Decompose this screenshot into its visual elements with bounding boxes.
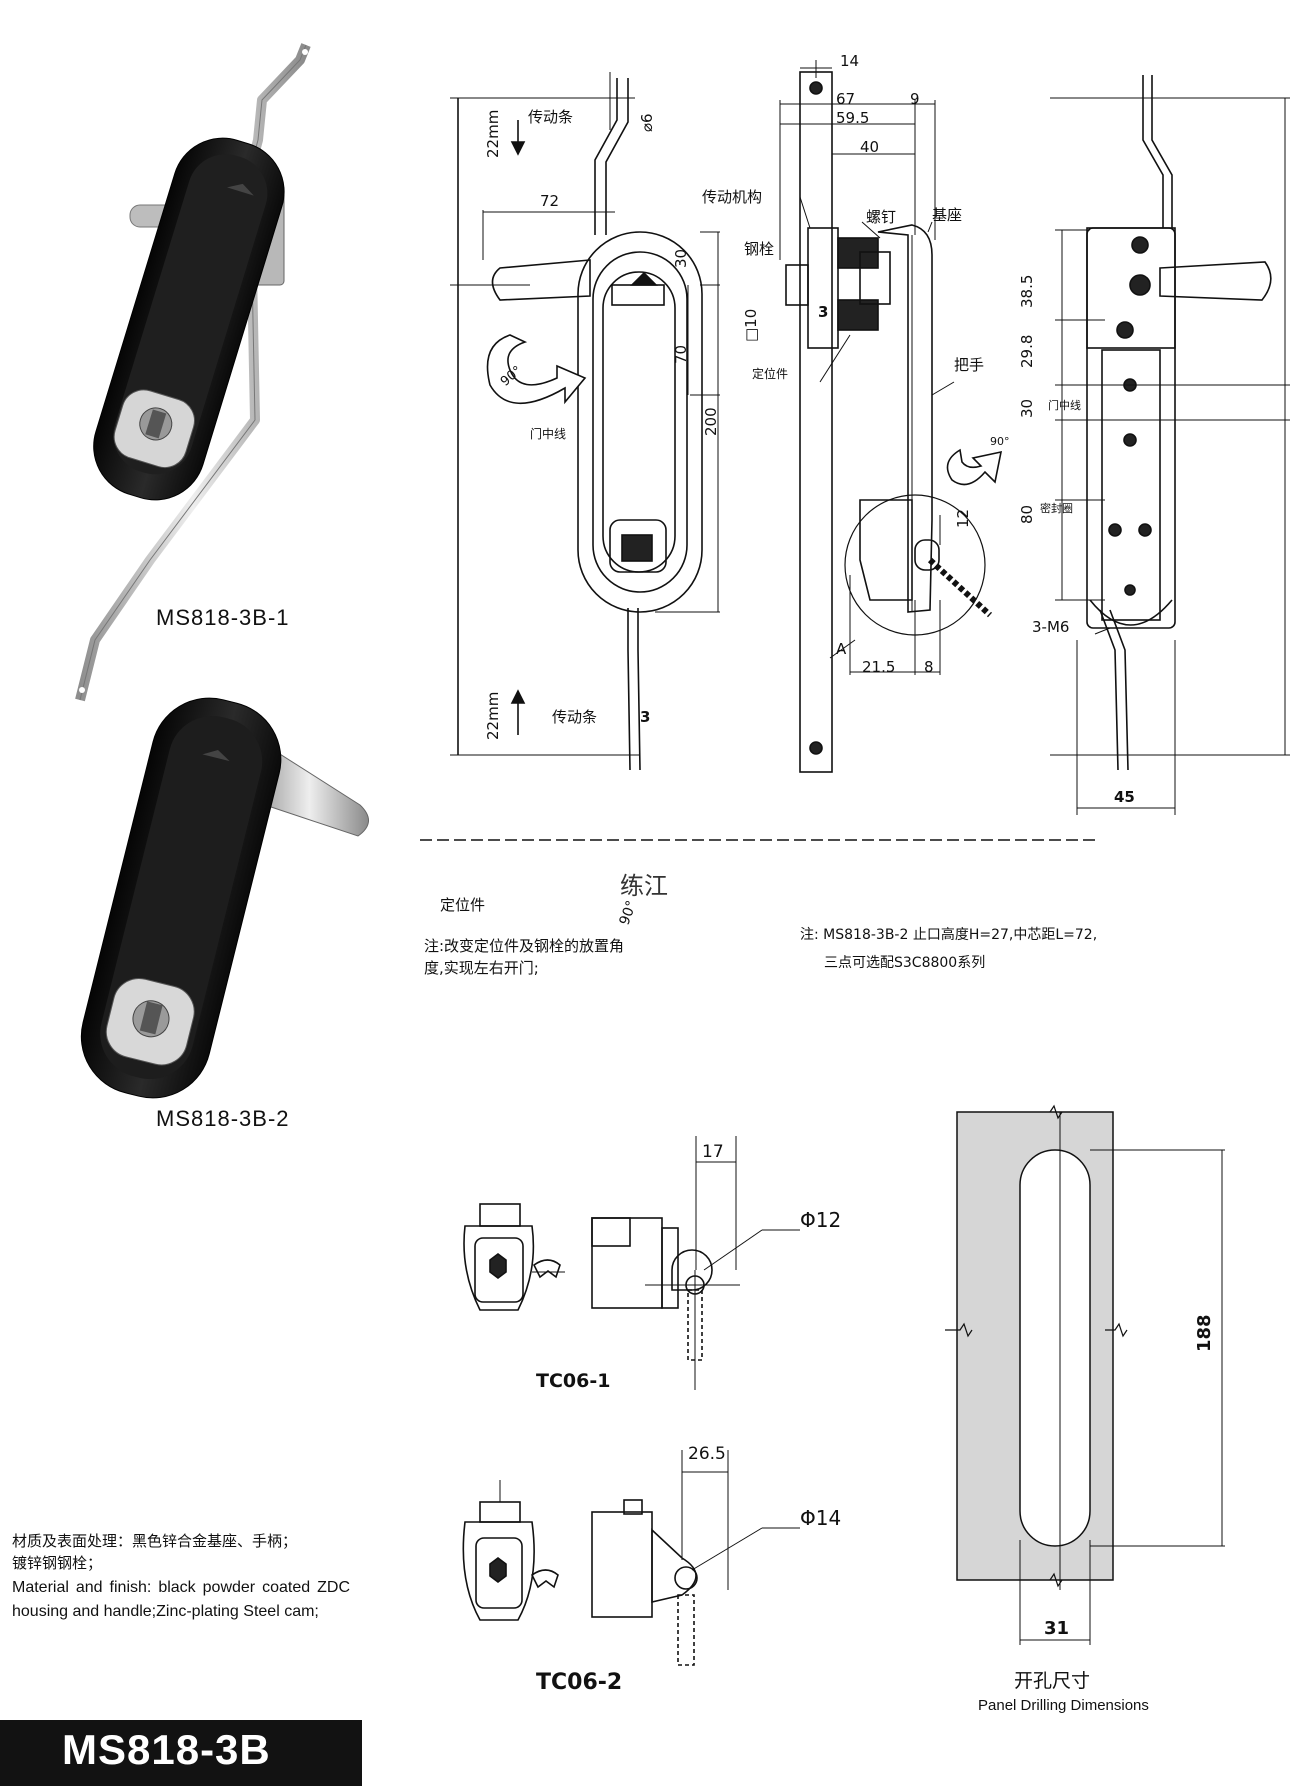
note-left-2: 度,实现左右开门; bbox=[424, 959, 539, 977]
material-en: Material and finish: black powder coated… bbox=[12, 1579, 350, 1620]
rotate-90-side-icon bbox=[946, 448, 1003, 486]
rotate-90-icon bbox=[486, 334, 587, 405]
side-screw-label: 螺钉 bbox=[866, 208, 897, 226]
watermark: 练江 bbox=[620, 872, 668, 900]
side-t3: 3 bbox=[818, 303, 829, 321]
front-stroke-bottom: 22mm bbox=[484, 691, 502, 740]
side-base-label: 基座 bbox=[932, 206, 963, 224]
side-bolt-label: 钢栓 bbox=[744, 240, 775, 258]
tc1-dia: Φ12 bbox=[800, 1208, 842, 1232]
cam-drawings bbox=[462, 1136, 800, 1666]
note-right-1: 注: MS818-3B-2 止口高度H=27,中芯距L=72, bbox=[800, 927, 1098, 943]
back-d30: 30 bbox=[1018, 398, 1036, 418]
cam-tc06-1 bbox=[463, 1136, 800, 1390]
model-2-label: MS818-3B-2 bbox=[156, 1106, 290, 1131]
side-mechanism-label: 传动机构 bbox=[702, 188, 763, 206]
stroke-down-arrow-icon bbox=[510, 120, 526, 156]
front-view bbox=[450, 72, 720, 771]
panel-drilling-drawing bbox=[945, 1104, 1225, 1645]
front-d30: 30 bbox=[672, 248, 690, 268]
product-title: MS818-3B bbox=[62, 1726, 271, 1773]
locator-note-label: 定位件 bbox=[440, 896, 486, 914]
front-d200: 200 bbox=[702, 407, 720, 436]
front-t3: 3 bbox=[640, 708, 651, 726]
tc2-dia: Φ14 bbox=[800, 1506, 842, 1530]
back-view bbox=[1050, 75, 1290, 815]
side-view bbox=[779, 60, 1003, 773]
side-sq10: □10 bbox=[742, 308, 760, 342]
material-cn-2: 镀锌钢钢栓； bbox=[12, 1554, 103, 1572]
side-d14: 14 bbox=[840, 52, 860, 70]
side-handle-label: 把手 bbox=[954, 356, 985, 374]
panel-height: 188 bbox=[1194, 1314, 1215, 1352]
note-right-2: 三点可选配S3C8800系列 bbox=[824, 955, 986, 971]
side-d12: 12 bbox=[954, 508, 972, 528]
side-angle: 90° bbox=[990, 435, 1010, 448]
side-d9: 9 bbox=[910, 90, 920, 108]
side-locator-label: 定位件 bbox=[752, 367, 789, 381]
product-photos bbox=[75, 43, 369, 1099]
front-stroke-top: 22mm bbox=[484, 109, 502, 158]
tc2-label: TC06-2 bbox=[536, 1670, 623, 1695]
stroke-up-arrow-icon bbox=[510, 689, 526, 735]
front-dia: ⌀6 bbox=[638, 113, 656, 132]
back-d45: 45 bbox=[1114, 788, 1135, 806]
title-bar bbox=[0, 1720, 362, 1786]
back-d29-8: 29.8 bbox=[1018, 334, 1036, 368]
panel-title-en: Panel Drilling Dimensions bbox=[978, 1697, 1149, 1714]
back-m6: 3-M6 bbox=[1032, 618, 1070, 636]
side-d67: 67 bbox=[836, 90, 856, 108]
tc2-width: 26.5 bbox=[688, 1444, 726, 1464]
side-mark-a: A bbox=[836, 640, 847, 658]
front-door-line: 门中线 bbox=[530, 427, 567, 441]
technical-drawings bbox=[420, 60, 1290, 841]
panel-title-cn: 开孔尺寸 bbox=[1014, 1670, 1091, 1692]
material-cn-1: 材质及表面处理：黑色锌合金基座、手柄； bbox=[12, 1532, 298, 1550]
note-left-1: 注:改变定位件及钢栓的放置角 bbox=[424, 937, 625, 955]
panel-width: 31 bbox=[1044, 1618, 1070, 1639]
back-d80: 80 bbox=[1018, 504, 1036, 524]
side-d8: 8 bbox=[924, 658, 934, 676]
back-d38-5: 38.5 bbox=[1018, 274, 1036, 308]
side-d59-5: 59.5 bbox=[836, 109, 870, 127]
back-door-line: 门中线 bbox=[1048, 399, 1081, 412]
side-d21-5: 21.5 bbox=[862, 658, 896, 676]
model-1-label: MS818-3B-1 bbox=[156, 605, 290, 630]
cam-tc06-2 bbox=[462, 1450, 800, 1666]
tc1-width: 17 bbox=[702, 1142, 724, 1162]
back-seal-label: 密封圈 bbox=[1040, 502, 1073, 515]
front-rod-top-label: 传动条 bbox=[528, 108, 574, 126]
product-1-photo bbox=[75, 43, 311, 702]
front-d70: 70 bbox=[672, 344, 690, 364]
tc1-label: TC06-1 bbox=[536, 1370, 611, 1392]
locator-angle: 90° bbox=[616, 898, 641, 928]
side-d40: 40 bbox=[860, 138, 880, 156]
front-w72: 72 bbox=[540, 192, 560, 210]
front-rod-bottom-label: 传动条 bbox=[552, 708, 598, 726]
product-2-photo bbox=[80, 697, 369, 1099]
